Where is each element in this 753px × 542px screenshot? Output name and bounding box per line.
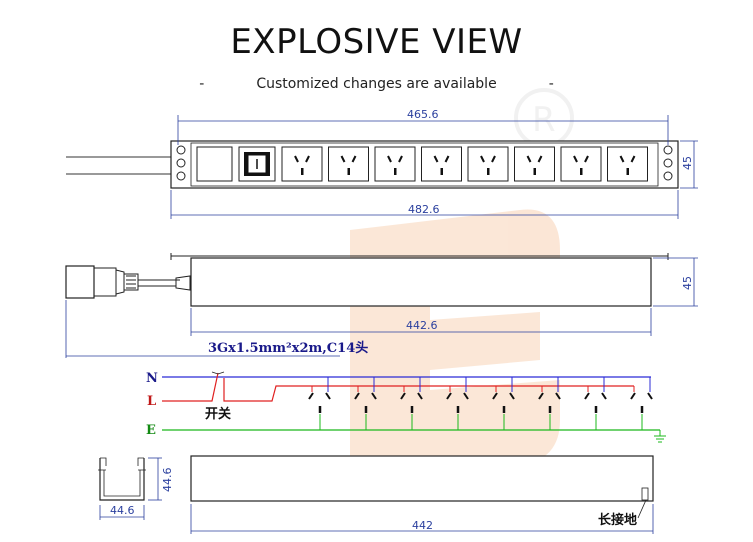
outlet [421,146,462,182]
page-subtitle: - Customized changes are available - [0,76,753,92]
front-dimensions [170,115,698,219]
c14-plug [65,265,180,299]
outlet-tap [308,377,331,430]
subtitle-dash-right: - [548,76,554,92]
subtitle-dash-left: - [199,76,205,92]
ground-symbol [654,430,666,443]
outlet-tap [630,377,653,430]
outlet-tap [492,377,515,430]
outlet [607,146,648,182]
dim-side-length: 442.6 [406,319,438,332]
mount-hole [176,145,186,155]
blank-panel [196,146,233,182]
dim-side-height: 45 [681,276,694,290]
outlet [560,146,602,182]
dim-front-top: 465.6 [407,108,439,121]
live-wire [162,372,634,402]
outlet-wire-taps [308,377,653,430]
mount-hole [176,171,186,181]
switch-label: 开关 [205,406,231,422]
page-title: EXPLOSIVE VIEW [230,22,523,62]
mount-hole [176,158,186,168]
mount-hole [663,171,673,181]
dim-front-bottom: 482.6 [408,203,440,216]
outlet [467,146,509,182]
u-profile [98,457,146,501]
subtitle-text: Customized changes are available [256,76,497,92]
dim-profile-width: 44.6 [110,504,135,517]
pdu-bottom-body [190,455,654,502]
power-switch [238,146,276,182]
bottom-view [98,455,654,534]
ground-label: 长接地 [598,512,637,528]
wire-label-n: N [146,371,158,386]
wiring-diagram: N L E 开关 [146,371,666,443]
outlet [281,146,323,182]
switch-contact [211,371,225,375]
outlet-tap [400,377,423,430]
dim-profile-height: 44.6 [161,468,174,493]
outlet-tap [584,377,607,430]
registered-mark: R [532,100,556,140]
dim-bottom-length: 442 [412,519,433,532]
outlet [374,146,416,182]
pdu-front-body [170,140,679,189]
outlet-tap [354,377,377,430]
wire-label-e: E [146,423,156,438]
wire-label-l: L [147,394,156,409]
outlet-tap [446,377,469,430]
outlet-row [281,146,648,182]
side-view [65,253,698,358]
outlet-tap [538,377,561,430]
mount-hole [663,145,673,155]
outlet [328,146,369,182]
ground-stud [641,487,649,501]
outlet [514,146,555,182]
pdu-side-body [190,257,652,307]
cable-spec-label: 3Gx1.5mm²x2m,C14头 [208,340,368,356]
front-view: 465.6 482.6 45 [66,108,698,219]
dim-front-height: 45 [681,156,694,170]
mount-hole [663,158,673,168]
